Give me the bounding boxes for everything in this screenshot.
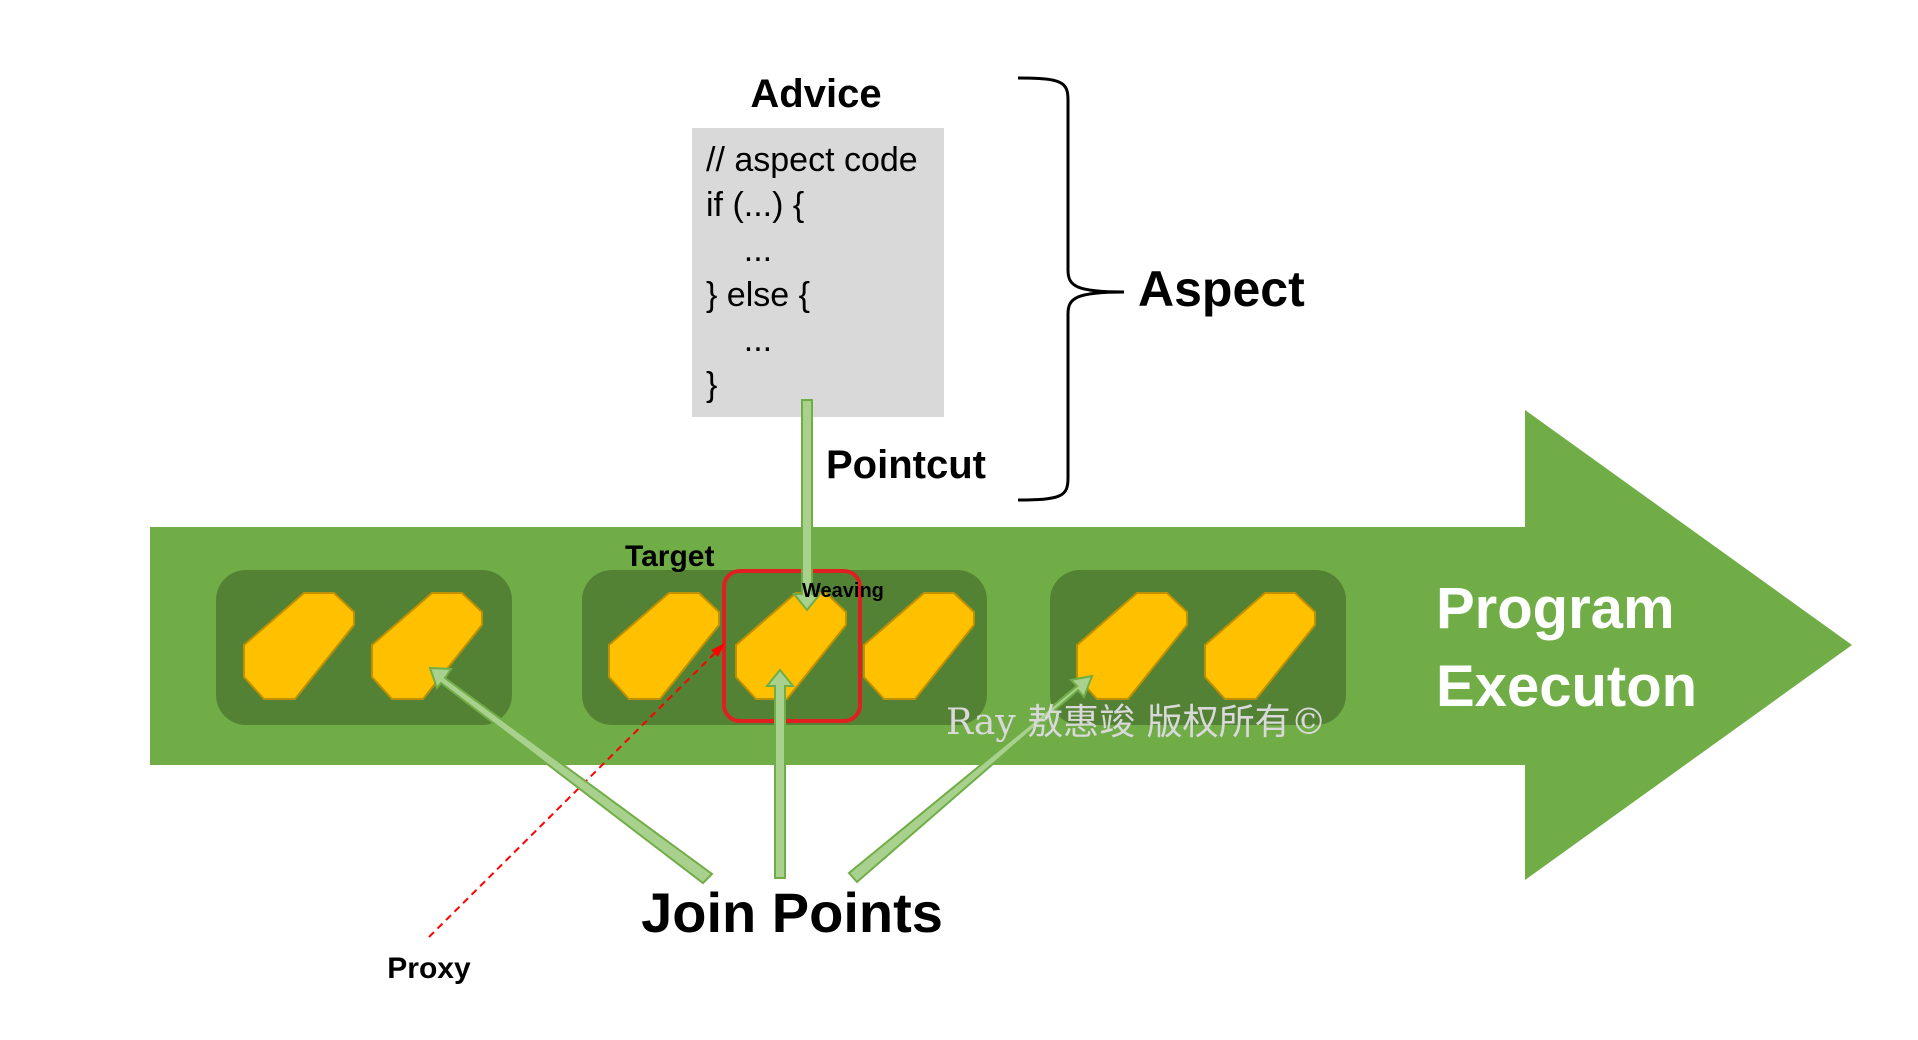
join-points-arrow-right (847, 674, 1094, 884)
pointcut-arrow (791, 399, 823, 612)
proxy-connector (428, 647, 721, 938)
join-points-label: Join Points (641, 881, 943, 944)
join-point (1204, 592, 1316, 700)
join-points (243, 592, 1316, 700)
pointcut-label: Pointcut (826, 443, 986, 487)
join-points-arrow-center (764, 668, 796, 879)
aspect-label: Aspect (1138, 261, 1305, 317)
code-line: } (706, 366, 717, 404)
proxy-arrowhead (711, 643, 725, 657)
join-point (371, 592, 483, 700)
advice-code-box (692, 128, 944, 417)
program-execution-arrow (150, 410, 1852, 880)
code-line: } else { (706, 276, 810, 314)
program-execution-line1: Program (1436, 576, 1675, 641)
weaving-highlight (722, 569, 862, 723)
advice-label: Advice (750, 72, 881, 116)
proxy-label: Proxy (387, 952, 471, 985)
weaving-label: Weaving (802, 580, 884, 602)
code-line: ... (706, 231, 772, 269)
aspect-brace (1017, 76, 1125, 502)
pointer-arrows (428, 399, 1094, 885)
join-point (608, 592, 720, 700)
program-execution-line2: Executon (1436, 654, 1697, 719)
join-points-arrow-left (428, 666, 714, 885)
target-label: Target (625, 540, 714, 573)
join-point (243, 592, 355, 700)
watermark: Ray 敖惠竣 版权所有© (946, 702, 1327, 743)
code-line: ... (706, 321, 772, 359)
advice-code: // aspect code if (...) { ... } else { .… (706, 141, 918, 404)
join-point (863, 592, 975, 700)
code-line: // aspect code (706, 141, 918, 179)
code-line: if (...) { (706, 186, 804, 224)
